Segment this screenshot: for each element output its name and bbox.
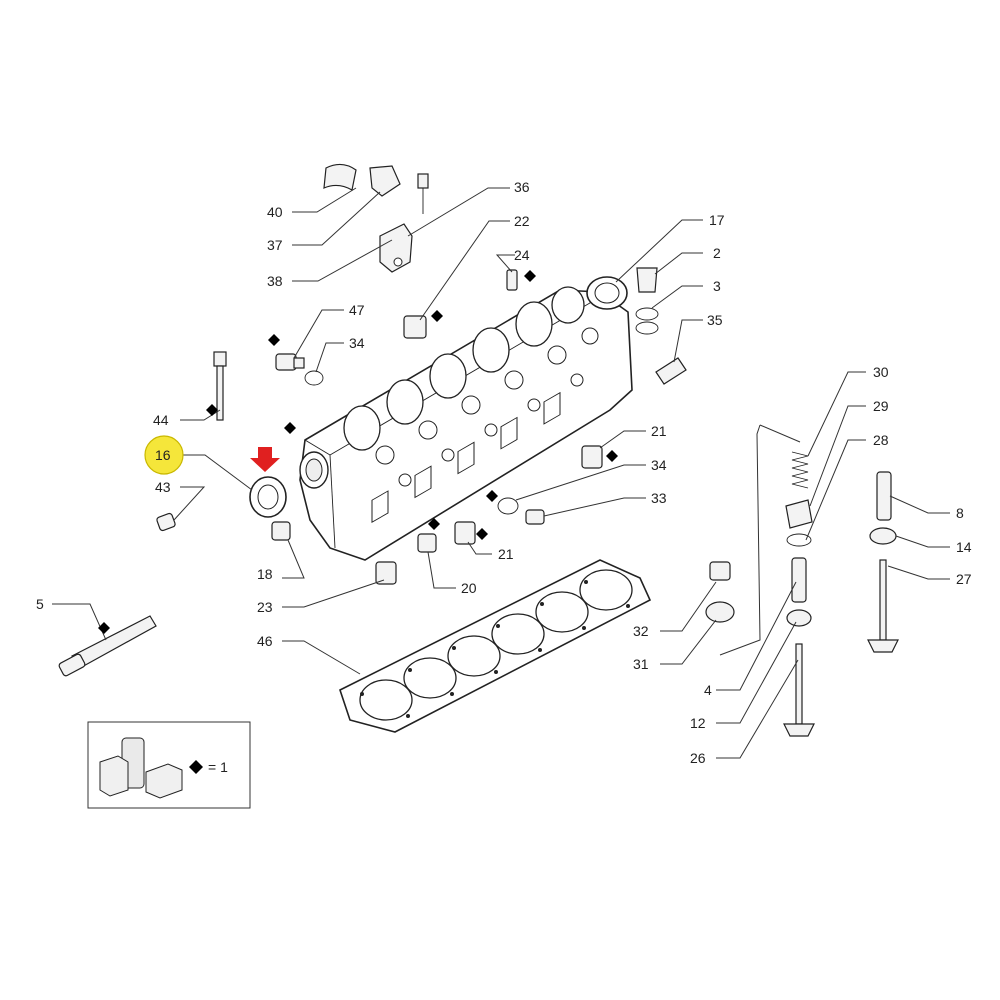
part-36-bolt [417,173,429,214]
callout-44: 44 [153,412,169,428]
part-20-fitting [417,533,437,553]
callout-30: 30 [873,364,889,380]
callout-5: 5 [36,596,44,612]
diamond-markers [98,270,618,634]
part-3-o-rings [635,307,659,335]
legend-text: = 1 [208,759,228,775]
callout-21: 21 [651,423,667,439]
callout-32: 32 [633,623,649,639]
part-31-seat [705,601,735,623]
part-18-fitting [271,521,291,541]
legend-box: = 1 [87,721,251,809]
callout-43: 43 [155,479,171,495]
part-38-injector-block [379,223,413,273]
part-29-retainer [785,499,813,529]
callout-29: 29 [873,398,889,414]
part-21-sleeve-b [454,521,476,545]
part-23-sleeve [375,561,397,585]
part-24-dowel [506,269,518,291]
callout-40: 40 [267,204,283,220]
head-gasket [339,559,652,733]
part-40-wedge [323,163,357,191]
part-35-sensor [655,357,687,385]
part-8-guide [876,471,892,521]
part-22-sleeve [403,315,427,339]
part-43-pin [156,512,176,532]
part-30-spring [791,451,809,489]
diamond-icon [189,760,203,774]
callout-47: 47 [349,302,365,318]
callout-34-b: 34 [651,457,667,473]
callout-16-highlight [144,435,184,475]
leader-lines [52,187,950,759]
part-32-cap [709,561,731,581]
callout-2: 2 [713,245,721,261]
legend-kit-illustration [99,737,183,799]
callout-35: 35 [707,312,723,328]
part-27-valve [867,559,899,653]
callout-27: 27 [956,571,972,587]
callout-24: 24 [514,247,530,263]
callout-17: 17 [709,212,725,228]
part-28-washer [786,533,812,547]
part-4-guide [791,557,807,603]
part-34-washer [304,370,324,386]
part-21-sleeve-a [581,445,603,469]
part-26-valve [783,643,815,737]
callout-36: 36 [514,179,530,195]
callout-37: 37 [267,237,283,253]
callout-34: 34 [349,335,365,351]
part-37-clamp [369,165,401,197]
part-16-seal-ring [249,476,287,518]
red-arrow-icon [250,447,280,472]
part-44-bolt [213,351,227,421]
part-2-cup [636,267,658,293]
callout-18: 18 [257,566,273,582]
callout-20: 20 [461,580,477,596]
part-17-ring [586,276,628,310]
callout-28: 28 [873,432,889,448]
callout-labels: 40 37 38 36 22 24 17 2 3 35 47 34 44 16 … [36,179,972,766]
part-12-seal [786,609,812,627]
callout-38: 38 [267,273,283,289]
callout-22: 22 [514,213,530,229]
callout-4: 4 [704,682,712,698]
callout-3: 3 [713,278,721,294]
part-14-seal [869,527,897,545]
callout-46: 46 [257,633,273,649]
callout-31: 31 [633,656,649,672]
part-33-plug [525,509,545,525]
callout-23: 23 [257,599,273,615]
part-34-washer-b [497,497,519,515]
callout-33: 33 [651,490,667,506]
cylinder-head [299,286,633,561]
part-5-tube [58,615,157,677]
callout-26: 26 [690,750,706,766]
callout-12: 12 [690,715,706,731]
callout-21-b: 21 [498,546,514,562]
callout-8: 8 [956,505,964,521]
part-47-plug [275,353,305,371]
callout-14: 14 [956,539,972,555]
callout-16: 16 [155,447,171,463]
